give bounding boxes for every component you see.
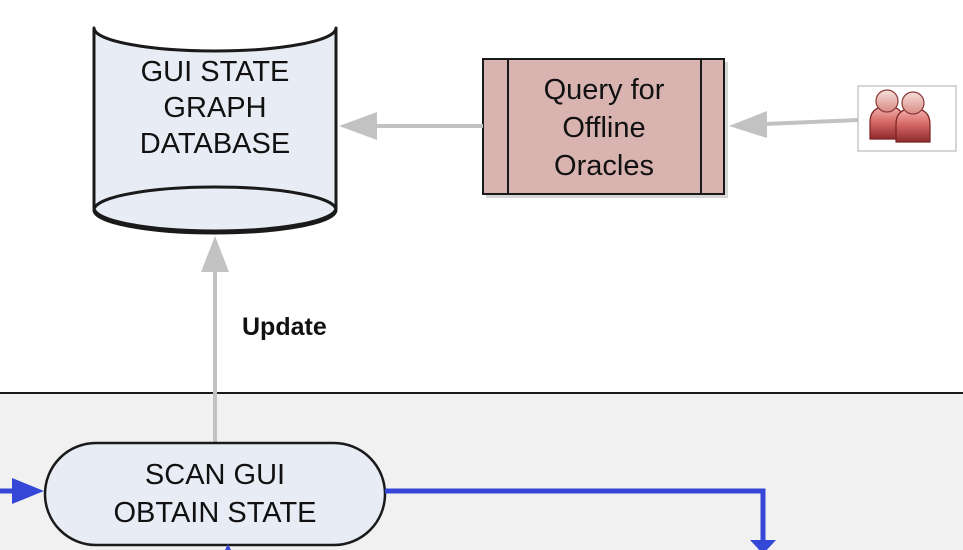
database-bottom-ellipse (92, 185, 338, 235)
arrow-scan-to-database (201, 236, 229, 442)
database-node: GUI STATE GRAPH DATABASE (92, 26, 338, 235)
arrow-scan-to-next (385, 488, 776, 550)
scan-stadium (43, 441, 387, 547)
arrow-users-to-query (729, 111, 859, 138)
arrow-below-into-scan (225, 544, 231, 550)
query-label-line2: Offline (562, 112, 645, 144)
scan-label-line1: SCAN GUI (145, 459, 285, 491)
users-icon (857, 85, 957, 152)
query-label-line3: Oracles (554, 150, 654, 182)
database-label-line1: GUI STATE (141, 56, 290, 88)
database-label-line3: DATABASE (140, 128, 290, 160)
arrow-incoming-to-scan (0, 478, 44, 504)
update-label: Update (242, 313, 327, 341)
database-label-line2: GRAPH (163, 92, 266, 124)
arrow-query-to-database (339, 112, 483, 140)
query-node: Query for Offline Oracles (482, 58, 728, 198)
query-box (482, 58, 725, 195)
scan-label-line2: OBTAIN STATE (113, 497, 316, 529)
query-label-line1: Query for (544, 74, 665, 106)
scan-node: SCAN GUI OBTAIN STATE (43, 441, 387, 547)
person-right-icon (895, 91, 931, 143)
